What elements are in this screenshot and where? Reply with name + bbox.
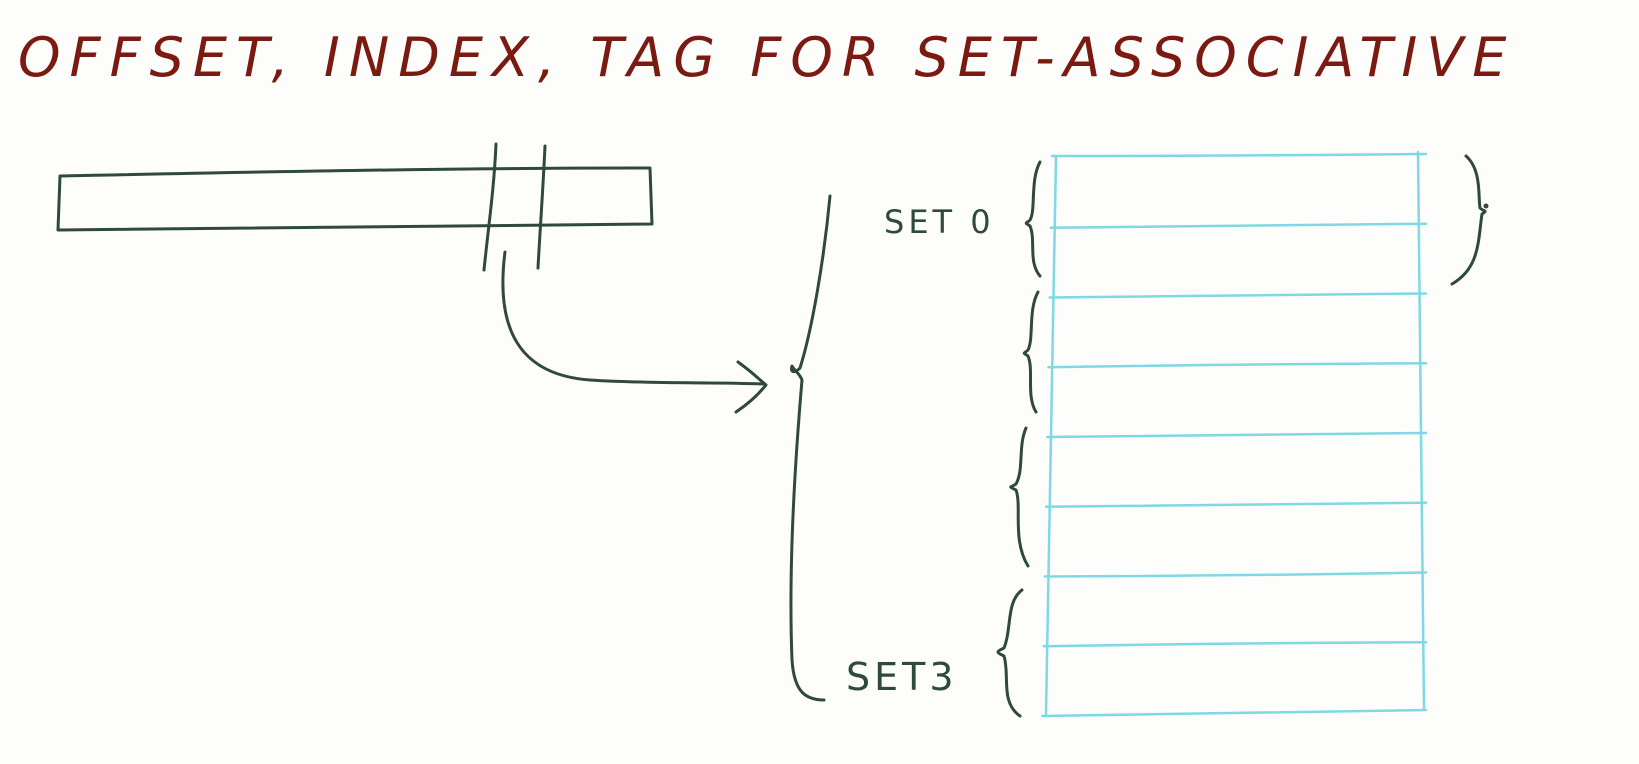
cache-line-divider [1047, 433, 1426, 437]
cache-line-divider [1050, 294, 1426, 298]
address-bar [58, 144, 652, 270]
index-arrow [503, 252, 766, 412]
set-1-brace [1024, 292, 1038, 412]
cache-line-divider [1048, 363, 1426, 367]
set-selector-brace [791, 196, 830, 700]
brace-dot [1484, 204, 1489, 209]
cache-line-divider [1051, 224, 1426, 228]
address-outline [58, 168, 652, 230]
cache-bottom-edge [1042, 710, 1426, 716]
arrow-head [736, 362, 766, 412]
cache-top-edge [1052, 154, 1426, 156]
cache-line-divider [1046, 503, 1426, 507]
set-3-label: SET3 [846, 655, 958, 699]
cache-line-divider [1045, 573, 1426, 577]
cache-array [1042, 152, 1426, 716]
set-3-brace [998, 590, 1022, 716]
diagram-title: OFFSET, INDEX, TAG FOR SET-ASSOCIATIVE [18, 26, 1515, 89]
arrow-shaft [503, 252, 764, 384]
set-2-brace [1011, 428, 1028, 566]
index-offset-divider [538, 146, 545, 268]
cache-left-edge [1046, 156, 1056, 714]
cache-line-divider [1044, 642, 1426, 646]
cache-right-edge [1418, 152, 1424, 710]
set-0-brace [1026, 162, 1040, 276]
set-0-label: SET 0 [884, 203, 995, 241]
tag-index-divider [484, 144, 496, 270]
set-size-brace [1452, 156, 1485, 284]
